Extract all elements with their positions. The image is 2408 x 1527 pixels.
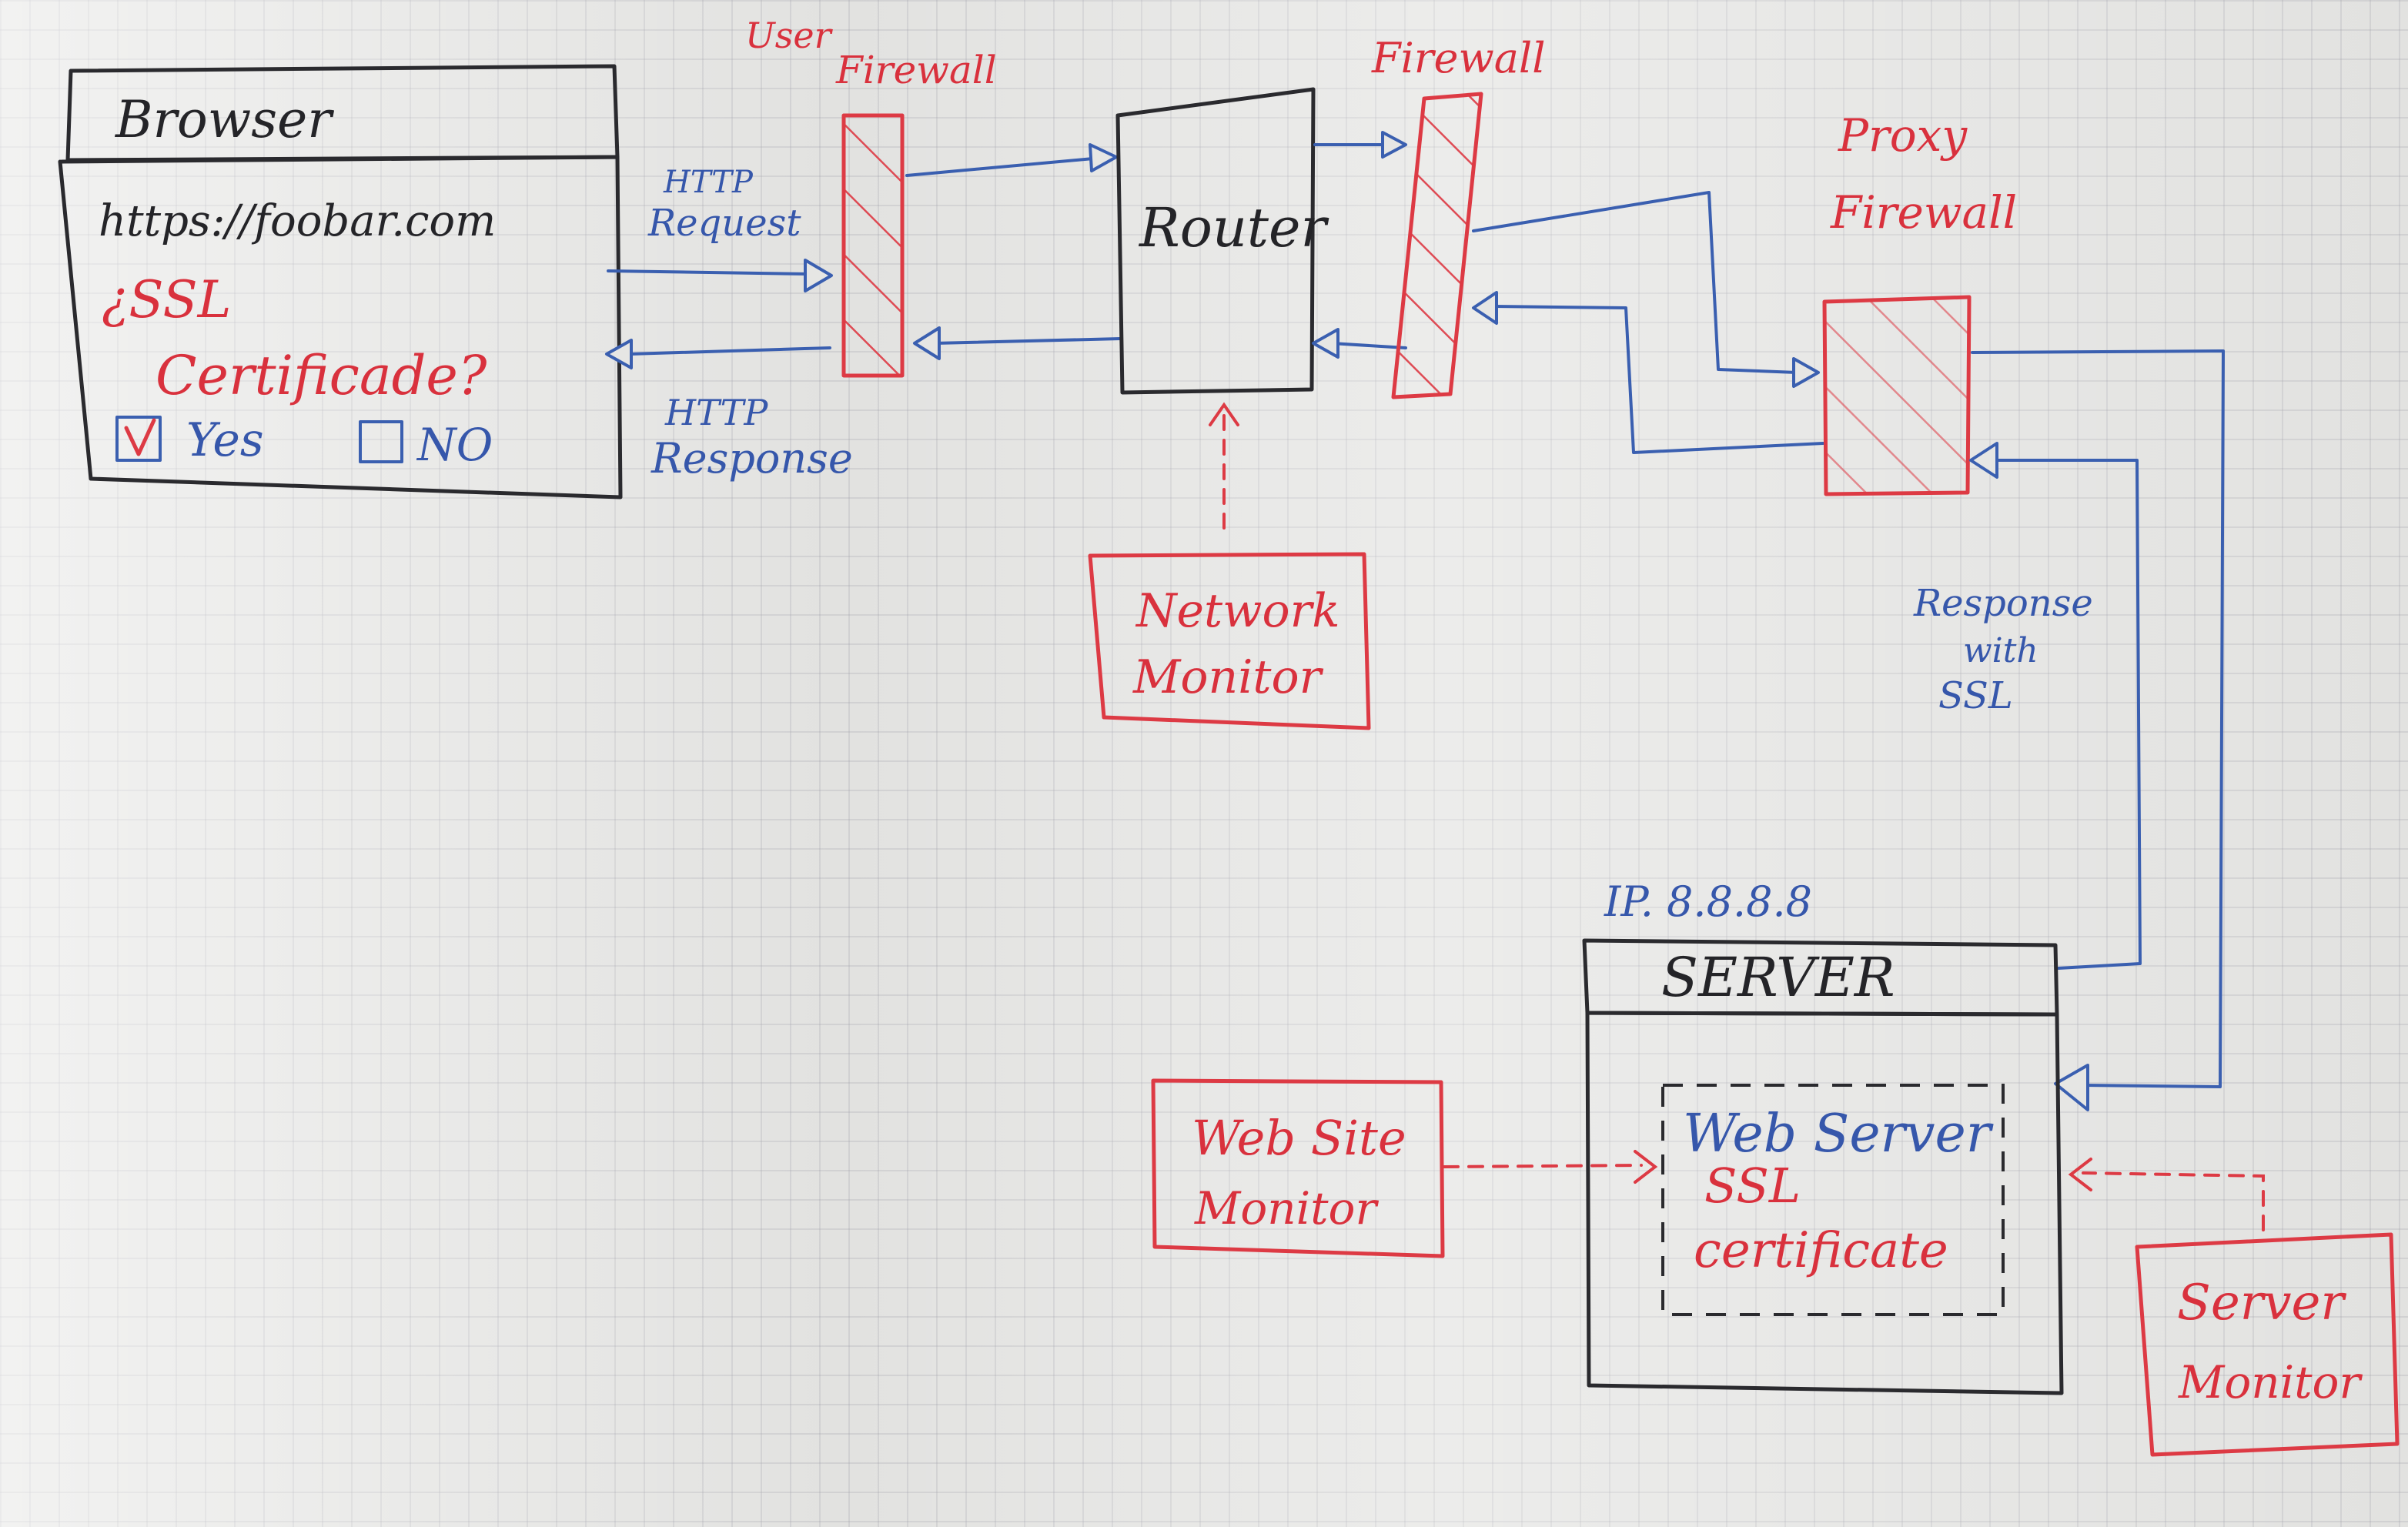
web-server-container [1661,1084,2005,1316]
network-monitor-box [1088,552,1371,730]
server-monitor-line2: Monitor [2178,1356,2363,1408]
network-monitor-line1: Network [1135,584,1340,638]
response-ssl-line1: Response [1913,582,2093,625]
yes-checkbox[interactable] [115,416,162,462]
server-title: SERVER [1661,946,1895,1009]
http-request-line2: Request [647,202,801,245]
checkmark-icon [124,418,156,456]
response-ssl-line2: with [1963,631,2038,670]
web-server-label: Web Server [1683,1104,1994,1164]
firewall [1391,92,1483,399]
network-monitor-link [1209,402,1239,530]
browser-url: https://foobar.com [99,196,496,246]
router-to-firewall-arrow [913,326,1122,360]
server-to-proxy-line [1969,442,2142,970]
http-request-line1: HTTP [663,165,754,200]
response-ssl-line3: SSL [1938,674,2013,717]
browser-body [58,155,623,500]
ssl-question-line1: ¿SSL [102,270,231,329]
router-to-firewall2-arrow [1313,131,1407,159]
user-firewall-line1: User [745,15,834,56]
proxy-firewall-line2: Firewall [1830,186,2017,239]
server-box [1582,938,2064,1395]
web-site-monitor-link [1443,1150,1658,1184]
server-monitor-line1: Server [2177,1275,2346,1332]
user-firewall [841,113,905,378]
web-site-monitor-line1: Web Site [1192,1110,1406,1166]
firewall-to-proxy-arrow [1472,191,1820,388]
proxy-firewall [1822,295,1972,496]
http-request-arrow [607,259,833,292]
http-response-arrow [605,339,831,369]
web-site-monitor-line2: Monitor [1194,1182,1379,1235]
firewall-label: Firewall [1371,34,1545,82]
web-site-monitor-box [1151,1078,1445,1258]
network-monitor-line2: Monitor [1132,650,1324,704]
http-response-line1: HTTP [664,392,768,433]
proxy-firewall-line1: Proxy [1838,109,1968,162]
router-box [1115,87,1316,395]
ssl-certificate-line1: SSL [1704,1158,1801,1214]
server-body [1585,1011,2064,1395]
server-monitor-box [2135,1232,2400,1457]
ssl-question-line2: Certificade? [156,344,487,407]
ssl-certificate-line2: certificate [1694,1222,1948,1279]
proxy-to-firewall-arrow [1472,291,1824,454]
firewall-to-router-arrow [905,143,1118,177]
http-response-line2: Response [650,434,853,483]
browser-window: Browser https://foobar.com ¿SSL Certific… [58,64,623,500]
browser-title: Browser [115,90,334,149]
proxy-to-server-line [1971,349,2225,1111]
no-checkbox[interactable] [359,420,403,463]
firewall2-to-router-arrow [1312,328,1407,359]
user-firewall-line2: Firewall [835,48,997,92]
no-label: NO [416,419,493,471]
router-label: Router [1138,196,1329,259]
server-monitor-link [2068,1158,2265,1231]
server-ip: IP. 8.8.8.8 [1604,877,1812,926]
yes-label: Yes [186,413,264,467]
